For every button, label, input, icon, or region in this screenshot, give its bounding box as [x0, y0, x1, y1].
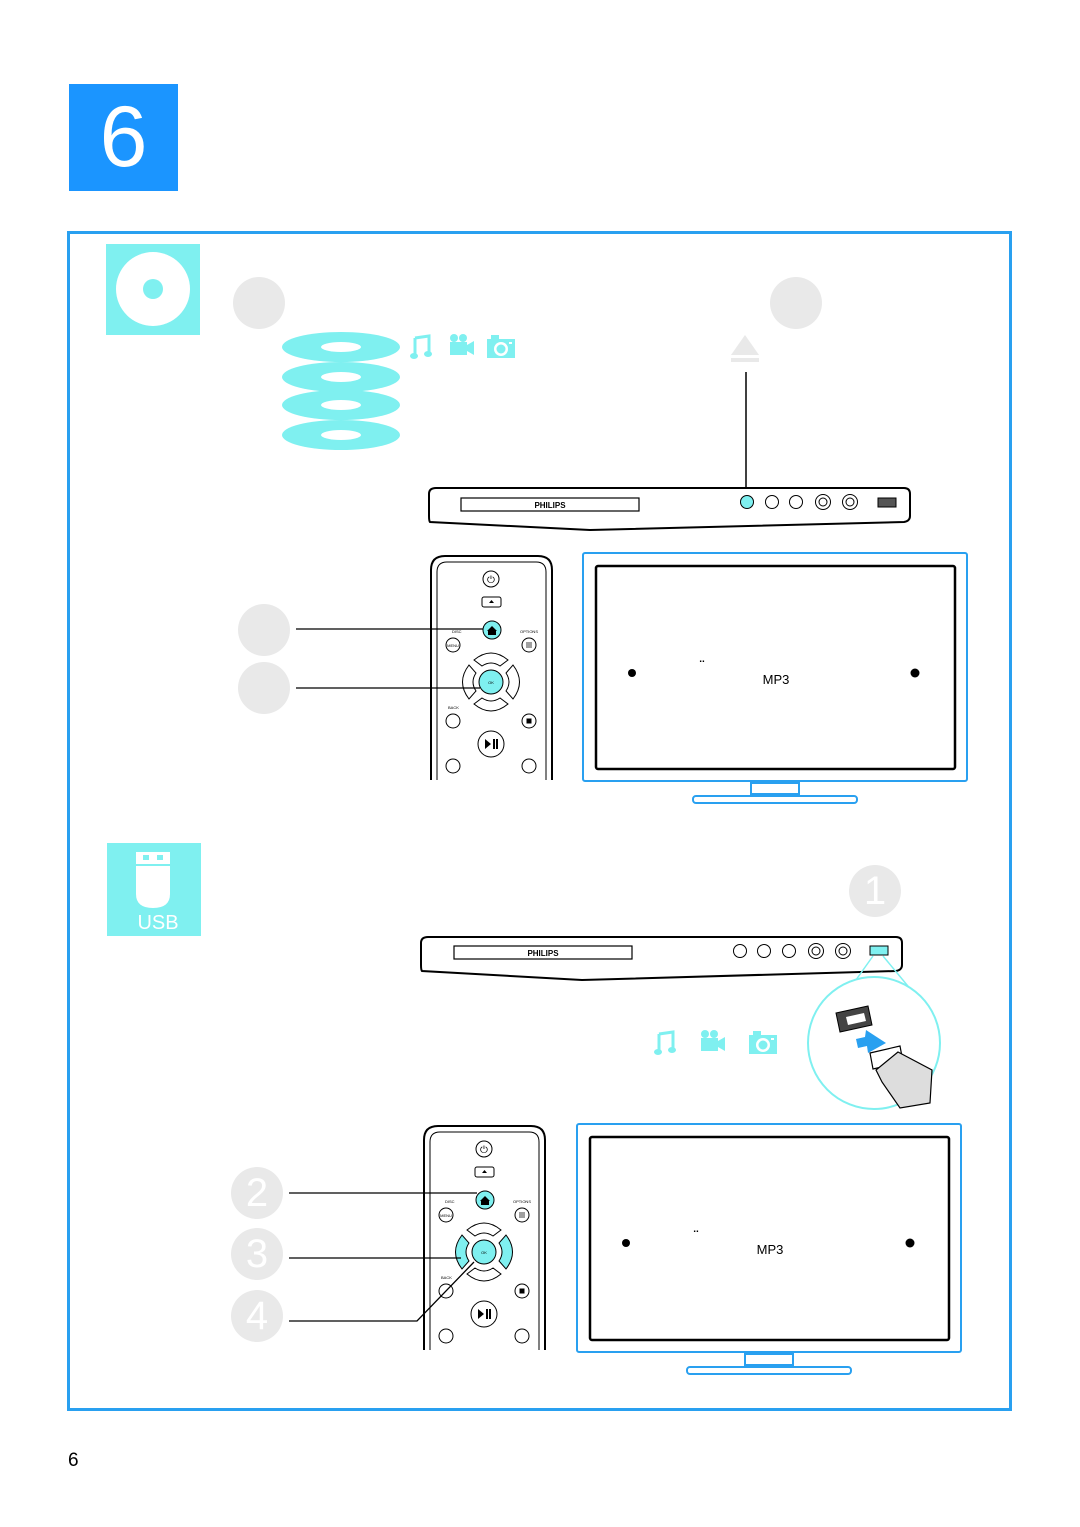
- pointer-line-step-4: [289, 1261, 475, 1322]
- svg-text:MENU: MENU: [440, 1213, 452, 1218]
- usb-video-camera-icon: [701, 1030, 725, 1051]
- svg-text:⏻: ⏻: [480, 1145, 488, 1156]
- dvd-player-disc: PHILIPS: [428, 487, 911, 532]
- tv-usb: .. MP3: [576, 1123, 962, 1375]
- eject-icon: [731, 335, 759, 362]
- usb-icon-label: USB: [137, 912, 178, 934]
- svg-text:⏻: ⏻: [487, 575, 495, 586]
- chapter-number-box: 6: [69, 84, 178, 191]
- svg-text:OPTIONS: OPTIONS: [513, 1199, 531, 1204]
- svg-text:BACK: BACK: [441, 1275, 452, 1280]
- step-circle-disc-a: [233, 277, 285, 329]
- svg-text:OK: OK: [488, 680, 494, 685]
- tv-mp3-label: MP3: [763, 672, 790, 687]
- svg-text:DISC: DISC: [445, 1199, 455, 1204]
- video-camera-icon: [450, 334, 474, 355]
- svg-text:PHILIPS: PHILIPS: [527, 949, 559, 958]
- step-circle-disc-d: [238, 662, 290, 714]
- svg-text:DISC: DISC: [452, 629, 462, 634]
- player-brand: PHILIPS: [534, 501, 566, 510]
- instruction-frame: [67, 231, 1012, 1411]
- svg-text:BACK: BACK: [448, 705, 459, 710]
- svg-text:..: ..: [699, 654, 705, 665]
- svg-text:OPTIONS: OPTIONS: [520, 629, 538, 634]
- tv-mp3-label: MP3: [757, 1242, 784, 1257]
- svg-text:OK: OK: [481, 1250, 487, 1255]
- usb-plug-callout: [807, 955, 941, 1110]
- step-circle-usb-2: 2: [231, 1167, 283, 1219]
- usb-section-icon: USB: [107, 843, 201, 936]
- step-circle-disc-b: [770, 277, 822, 329]
- step-circle-usb-3: 3: [231, 1228, 283, 1280]
- usb-music-note-icon: [652, 1030, 678, 1057]
- step-circle-disc-c: [238, 604, 290, 656]
- disc-stack-icon: [282, 332, 400, 450]
- svg-text:..: ..: [693, 1224, 699, 1235]
- disc-section-icon: [106, 244, 200, 335]
- svg-text:MENU: MENU: [447, 643, 459, 648]
- music-note-icon: [408, 334, 434, 361]
- page-number: 6: [68, 1450, 79, 1471]
- dvd-player-usb: PHILIPS: [420, 936, 903, 982]
- remote-control-disc: ⏻ DISC MENU OPTIONS OK BACK: [430, 555, 553, 780]
- step-circle-usb-4: 4: [231, 1290, 283, 1342]
- step-circle-usb-1: 1: [849, 865, 901, 917]
- remote-control-usb: ⏻ DISC MENU OPTIONS OK BACK: [423, 1125, 546, 1350]
- tv-disc: .. MP3: [582, 552, 968, 804]
- usb-photo-camera-icon: [749, 1031, 777, 1054]
- photo-camera-icon: [487, 335, 515, 358]
